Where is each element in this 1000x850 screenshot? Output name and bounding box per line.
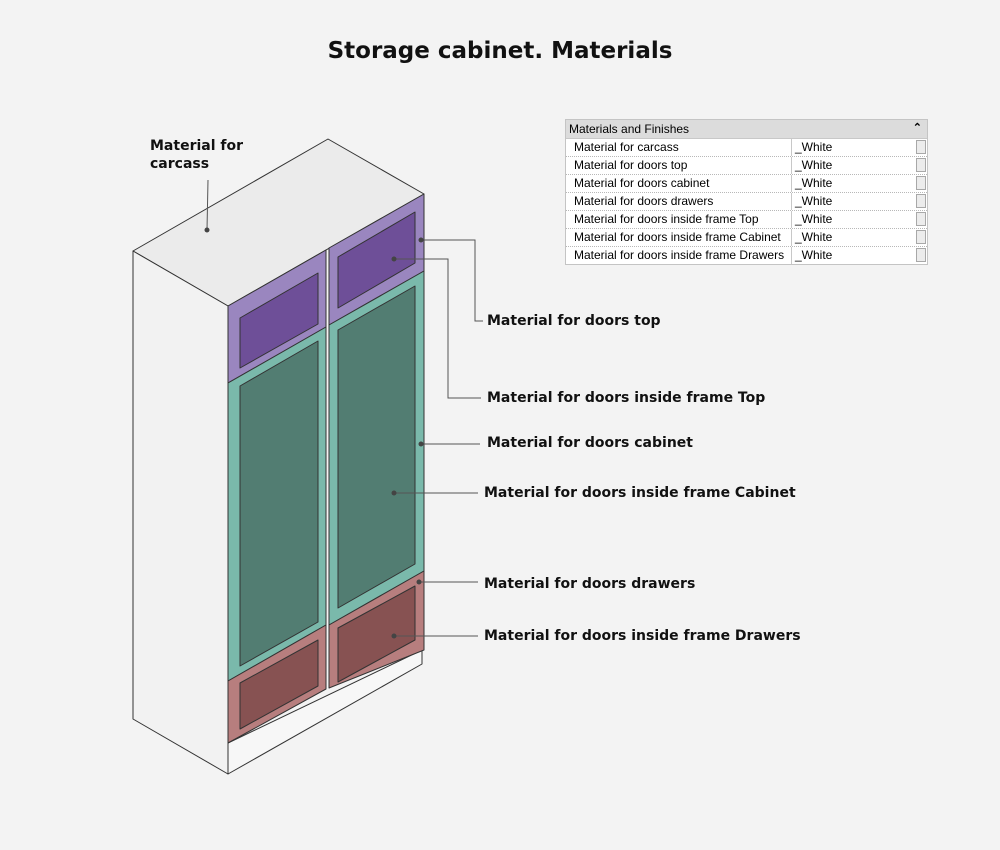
property-row[interactable]: Material for doors cabinet _White xyxy=(566,175,927,193)
carcass-left-side xyxy=(132,250,229,775)
property-value[interactable]: _White xyxy=(795,212,833,226)
browse-button[interactable] xyxy=(916,248,926,262)
property-row[interactable]: Material for doors inside frame Drawers … xyxy=(566,247,927,264)
property-name: Material for doors inside frame Drawers xyxy=(566,247,792,264)
page-title: Storage cabinet. Materials xyxy=(327,38,673,64)
property-row[interactable]: Material for doors inside frame Top _Whi… xyxy=(566,211,927,229)
browse-button[interactable] xyxy=(916,140,926,154)
browse-button[interactable] xyxy=(916,230,926,244)
doors-drawers xyxy=(227,570,425,744)
browse-button[interactable] xyxy=(916,212,926,226)
property-value[interactable]: _White xyxy=(795,230,833,244)
leader-dot-carcass xyxy=(204,227,210,233)
callout-inside-frame-cabinet: Material for doors inside frame Cabinet xyxy=(484,485,796,501)
property-value[interactable]: _White xyxy=(795,194,833,208)
leader-doors-top xyxy=(421,239,483,322)
property-row[interactable]: Material for doors top _White xyxy=(566,157,927,175)
property-value[interactable]: _White xyxy=(795,248,833,262)
property-name: Material for doors drawers xyxy=(566,193,792,210)
callout-doors-cabinet: Material for doors cabinet xyxy=(487,435,693,451)
property-name: Material for doors top xyxy=(566,157,792,174)
property-value[interactable]: _White xyxy=(795,140,833,154)
callout-doors-top: Material for doors top xyxy=(487,313,661,329)
properties-panel: Materials and Finishes ⌃ Material for ca… xyxy=(565,119,928,265)
browse-button[interactable] xyxy=(916,176,926,190)
property-row[interactable]: Material for carcass _White xyxy=(566,139,927,157)
callout-carcass: Material for carcass xyxy=(150,138,244,172)
leader-dot-inside-frame-top xyxy=(391,256,397,262)
property-name: Material for doors cabinet xyxy=(566,175,792,192)
property-name: Material for doors inside frame Top xyxy=(566,211,792,228)
properties-group-title: Materials and Finishes xyxy=(569,122,690,136)
property-value[interactable]: _White xyxy=(795,158,833,172)
double-chevron-up-icon[interactable]: ⌃ xyxy=(912,122,922,134)
property-value[interactable]: _White xyxy=(795,176,833,190)
property-row[interactable]: Material for doors drawers _White xyxy=(566,193,927,211)
leader-carcass xyxy=(206,179,209,231)
leader-dot-doors-drawers xyxy=(416,579,422,585)
callout-inside-frame-top: Material for doors inside frame Top xyxy=(487,390,766,406)
browse-button[interactable] xyxy=(916,194,926,208)
doors-cabinet xyxy=(227,270,425,682)
browse-button[interactable] xyxy=(916,158,926,172)
properties-group-header[interactable]: Materials and Finishes ⌃ xyxy=(566,120,927,139)
property-name: Material for doors inside frame Cabinet xyxy=(566,229,792,246)
leader-dot-doors-top xyxy=(418,237,424,243)
property-row[interactable]: Material for doors inside frame Cabinet … xyxy=(566,229,927,247)
carcass-plinth xyxy=(227,649,423,775)
property-name: Material for carcass xyxy=(566,139,792,156)
leader-dot-inside-frame-cabinet xyxy=(391,490,397,496)
leader-inside-frame-top xyxy=(394,258,481,399)
callout-inside-frame-drawers: Material for doors inside frame Drawers xyxy=(484,628,801,644)
callout-doors-drawers: Material for doors drawers xyxy=(484,576,696,592)
leader-dot-doors-cabinet xyxy=(418,441,424,447)
leader-dot-inside-frame-drawers xyxy=(391,633,397,639)
